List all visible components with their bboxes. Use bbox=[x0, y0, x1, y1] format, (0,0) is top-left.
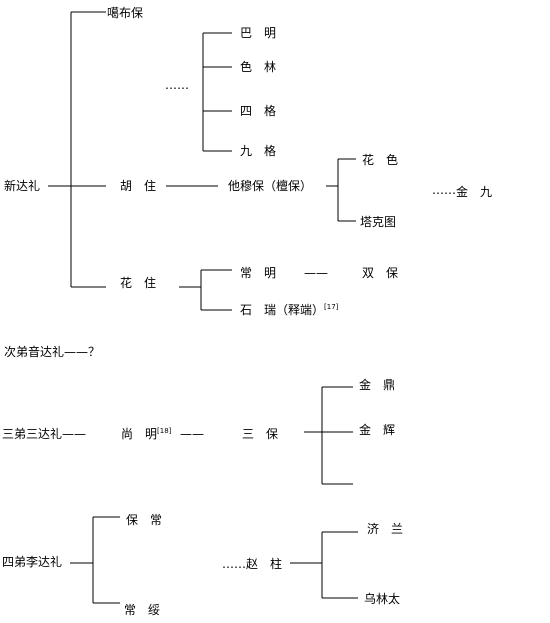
dots-zhaozhu: …… bbox=[222, 557, 246, 571]
node-jinhui: 金 辉 bbox=[359, 423, 396, 437]
footnote-17: [17] bbox=[324, 303, 339, 311]
node-changming: 常 明 bbox=[240, 266, 277, 280]
dash-shangming: —— bbox=[180, 427, 204, 441]
node-jilan: 济 兰 bbox=[367, 522, 404, 536]
node-huazhu: 花 住 bbox=[120, 276, 157, 290]
node-huase: 花 色 bbox=[362, 153, 399, 167]
node-gabubao: 噶布保 bbox=[107, 6, 144, 20]
title-yindali: 次弟音达礼——？ bbox=[4, 345, 101, 359]
root-sandali: 三弟三达礼—— bbox=[2, 427, 87, 441]
shirui-name: 石 瑞（释端） bbox=[240, 303, 325, 317]
node-selin: 色 林 bbox=[240, 60, 277, 74]
node-jinjiu: 金 九 bbox=[456, 185, 493, 199]
node-baming: 巴 明 bbox=[240, 26, 277, 40]
node-sige: 四 格 bbox=[240, 104, 277, 118]
node-shuangbao: 双 保 bbox=[362, 266, 399, 280]
shangming-name: 尚 明 bbox=[121, 427, 158, 441]
dots-middle: …… bbox=[165, 78, 189, 92]
dash-changming: —— bbox=[304, 266, 328, 280]
node-baochang: 保 常 bbox=[126, 513, 163, 527]
root-xindali: 新达礼 bbox=[4, 179, 41, 193]
node-zhaozhu: 赵 柱 bbox=[246, 557, 283, 571]
footnote-18: [18] bbox=[157, 427, 172, 435]
node-sanbao: 三 保 bbox=[242, 427, 279, 441]
node-wulintai: 乌林太 bbox=[364, 592, 401, 606]
node-jiuge: 九 格 bbox=[240, 144, 277, 158]
node-changsui: 常 绥 bbox=[124, 603, 161, 617]
root-lidali: 四弟李达礼 bbox=[2, 555, 63, 569]
node-shangming: 尚 明[18] bbox=[121, 427, 171, 441]
node-shirui: 石 瑞（释端）[17] bbox=[240, 303, 338, 317]
node-taketu: 塔克图 bbox=[360, 215, 397, 229]
dots-jinjiu: …… bbox=[432, 183, 456, 197]
node-huzhu: 胡 住 bbox=[120, 179, 157, 193]
node-tamubao: 他穆保（檀保） bbox=[228, 179, 313, 193]
node-jinding: 金 鼎 bbox=[359, 378, 396, 392]
